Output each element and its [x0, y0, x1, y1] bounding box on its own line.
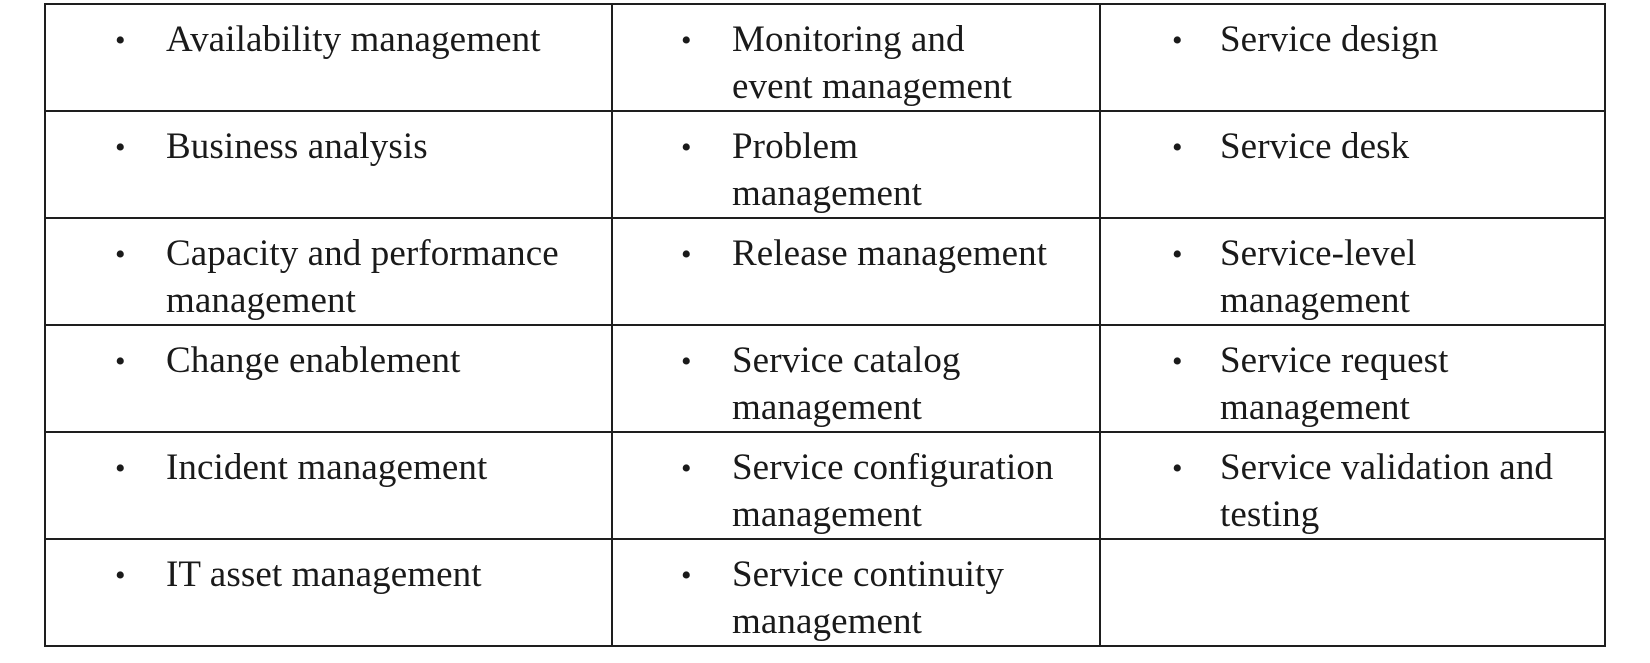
list-item: • Business analysis: [46, 112, 611, 170]
list-item-text: Service catalog: [732, 340, 961, 381]
bullet-icon: •: [681, 452, 692, 485]
list-item: • Capacity and performance management: [46, 219, 611, 324]
table-cell: • Service design: [1099, 3, 1606, 112]
table-cell: • Capacity and performance management: [44, 217, 613, 326]
list-item-text: Service design: [1220, 19, 1439, 60]
list-item-text: testing: [1220, 494, 1320, 535]
table-row: • Incident management • Service configurati…: [44, 431, 1606, 540]
table-cell: • Business analysis: [44, 110, 613, 219]
table-cell: • Incident management: [44, 431, 613, 540]
list-item: • Service continuity management: [613, 540, 1099, 645]
list-item-text: management: [732, 387, 923, 428]
bullet-icon: •: [1172, 452, 1183, 485]
practices-table: • Availability management • Monitoring and e…: [44, 3, 1606, 647]
list-item: • Service desk: [1101, 112, 1604, 170]
table-cell: • Problem management: [611, 110, 1101, 219]
list-item: • Monitoring and event management: [613, 5, 1099, 110]
list-item: • Service configuration management: [613, 433, 1099, 538]
table-row: • Capacity and performance management • Rele…: [44, 217, 1606, 326]
list-item-text: management: [732, 173, 923, 214]
list-item-text: management: [166, 280, 357, 321]
list-item: • Problem management: [613, 112, 1099, 217]
list-item-text: Problem: [732, 126, 859, 167]
bullet-icon: •: [1172, 238, 1183, 271]
list-item-text: Service validation and: [1220, 447, 1554, 488]
table-cell: • Monitoring and event management: [611, 3, 1101, 112]
list-item-text: Business analysis: [166, 126, 428, 167]
table-cell: • Release management: [611, 217, 1101, 326]
list-item: • Service request management: [1101, 326, 1604, 431]
bullet-icon: •: [115, 559, 126, 592]
list-item-text: IT asset management: [166, 554, 482, 595]
bullet-icon: •: [1172, 345, 1183, 378]
list-item: • Release management: [613, 219, 1099, 277]
list-item-text: Release management: [732, 233, 1048, 274]
table-cell: • Service continuity management: [611, 538, 1101, 647]
table-cell: • Service configuration management: [611, 431, 1101, 540]
list-item-text: Service desk: [1220, 126, 1410, 167]
bullet-icon: •: [115, 238, 126, 271]
bullet-icon: •: [681, 24, 692, 57]
list-item-text: Service continuity: [732, 554, 1005, 595]
bullet-icon: •: [681, 238, 692, 271]
table-cell: [1099, 538, 1606, 647]
table-cell: • Service-level management: [1099, 217, 1606, 326]
table-cell: • IT asset management: [44, 538, 613, 647]
list-item-text: Service-level: [1220, 233, 1417, 274]
table-row: • Availability management • Monitoring and e…: [44, 3, 1606, 112]
list-item: • Service validation and testing: [1101, 433, 1604, 538]
bullet-icon: •: [681, 131, 692, 164]
list-item-text: management: [732, 494, 923, 535]
list-item-text: event management: [732, 66, 1013, 107]
table-cell: • Service catalog management: [611, 324, 1101, 433]
list-item-text: management: [1220, 280, 1411, 321]
list-item-text: Capacity and performance: [166, 233, 559, 274]
bullet-icon: •: [115, 452, 126, 485]
list-item: • IT asset management: [46, 540, 611, 598]
list-item: • Incident management: [46, 433, 611, 491]
list-item-text: management: [732, 601, 923, 642]
list-item: • Service-level management: [1101, 219, 1604, 324]
bullet-icon: •: [115, 345, 126, 378]
bullet-icon: •: [681, 345, 692, 378]
list-item-text: management: [1220, 387, 1411, 428]
list-item-text: Monitoring and: [732, 19, 965, 60]
table-cell: • Service desk: [1099, 110, 1606, 219]
list-item-text: Service request: [1220, 340, 1449, 381]
bullet-icon: •: [115, 131, 126, 164]
table-row: • Business analysis • Problem management • Ser…: [44, 110, 1606, 219]
bullet-icon: •: [1172, 131, 1183, 164]
list-item-text: Service configuration: [732, 447, 1054, 488]
list-item: • Service catalog management: [613, 326, 1099, 431]
table-cell: • Service validation and testing: [1099, 431, 1606, 540]
list-item-text: Change enablement: [166, 340, 461, 381]
table-cell: • Service request management: [1099, 324, 1606, 433]
list-item-text: Availability management: [166, 19, 541, 60]
bullet-icon: •: [681, 559, 692, 592]
bullet-icon: •: [115, 24, 126, 57]
list-item: • Change enablement: [46, 326, 611, 384]
table-row: • Change enablement • Service catalog manage…: [44, 324, 1606, 433]
table-row: • IT asset management • Service continuity m…: [44, 538, 1606, 647]
practices-table-body: • Availability management • Monitoring and e…: [44, 3, 1606, 647]
list-item: • Service design: [1101, 5, 1604, 63]
list-item: • Availability management: [46, 5, 611, 63]
list-item-text: Incident management: [166, 447, 488, 488]
table-cell: • Availability management: [44, 3, 613, 112]
table-cell: • Change enablement: [44, 324, 613, 433]
bullet-icon: •: [1172, 24, 1183, 57]
